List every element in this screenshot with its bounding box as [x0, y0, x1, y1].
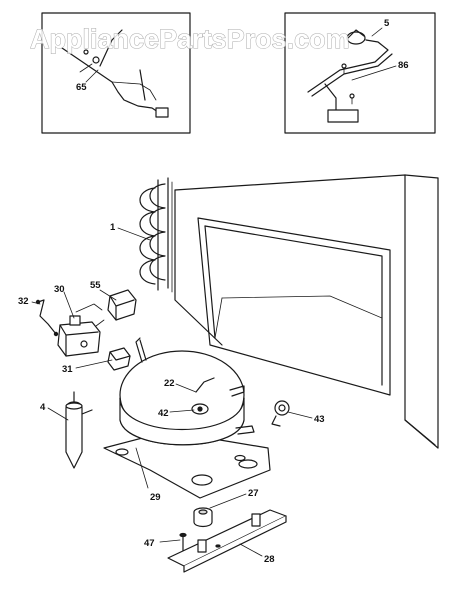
label-part-86: 86	[398, 60, 409, 71]
label-part-4: 4	[40, 402, 46, 413]
label-part-31: 31	[62, 364, 73, 375]
start-device	[95, 289, 137, 327]
label-part-32: 32	[18, 296, 29, 307]
label-part-27: 27	[248, 488, 259, 499]
relay-assembly	[57, 303, 103, 357]
label-part-28: 28	[264, 554, 275, 565]
grommet	[193, 507, 213, 528]
inset-defrost-wiring	[284, 12, 436, 134]
condenser-coil	[139, 177, 173, 293]
label-part-29: 29	[150, 492, 161, 503]
label-part-42: 42	[158, 408, 169, 419]
label-part-5: 5	[384, 18, 390, 29]
screw	[179, 532, 187, 553]
tube-clamp	[271, 400, 290, 427]
label-part-47: 47	[144, 538, 155, 549]
watermark: AppliancePartsPros.com	[30, 24, 350, 54]
drier	[65, 391, 93, 469]
label-part-30: 30	[54, 284, 65, 295]
leader-lines	[31, 27, 397, 557]
mounting-bracket	[167, 509, 287, 573]
inset-wire-harness	[41, 12, 191, 134]
cabinet-body	[174, 174, 439, 449]
label-part-22: 22	[164, 378, 175, 389]
compressor	[103, 337, 271, 499]
label-part-65: 65	[76, 82, 87, 93]
label-part-43: 43	[314, 414, 325, 425]
label-part-55: 55	[90, 280, 101, 291]
wire-lead	[35, 299, 59, 337]
label-part-1: 1	[110, 222, 116, 233]
part-labels: 65 5 86 1 55 30 32 31 22 4 42 43 29 27 4…	[18, 18, 409, 565]
overload-cover	[107, 347, 131, 371]
